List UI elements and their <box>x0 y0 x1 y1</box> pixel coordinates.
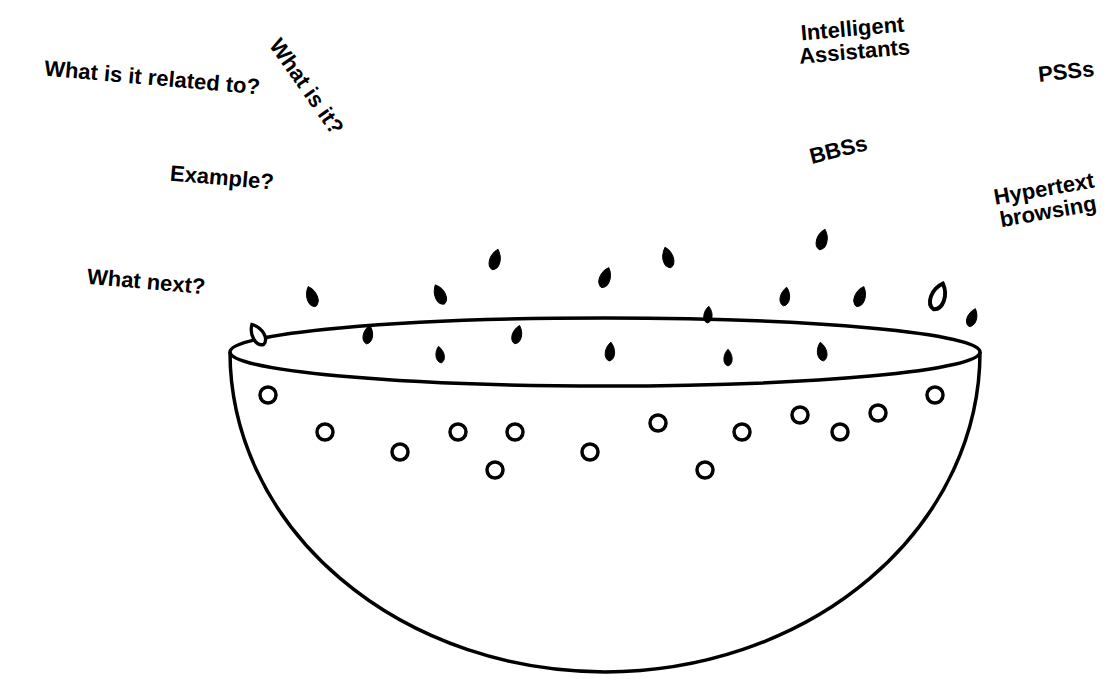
splash-drop <box>434 346 445 364</box>
cereal-loop <box>734 424 750 440</box>
bowl-rim <box>230 318 980 386</box>
cereal-loop <box>650 415 666 431</box>
splash-drop <box>487 248 503 271</box>
splash-drops <box>247 228 980 366</box>
cereal-loop <box>487 462 503 478</box>
cereal-loop <box>450 424 466 440</box>
splash-drop <box>724 349 732 366</box>
splash-drop <box>964 307 979 328</box>
floating-label: What is it? <box>266 35 349 139</box>
floating-label: Hypertext browsing <box>988 168 1104 233</box>
cereal-loop <box>317 424 333 440</box>
splash-drop <box>703 306 713 323</box>
cereal-loop <box>582 444 598 460</box>
splash-drop <box>814 228 830 251</box>
cereal-loop <box>927 387 943 403</box>
splash-drop <box>852 285 869 308</box>
splash-drop <box>660 246 676 269</box>
cereal-loop <box>697 462 713 478</box>
splash-drop <box>597 266 614 289</box>
cereal-loop <box>392 444 408 460</box>
floating-label: What next? <box>86 265 206 298</box>
cereal-loop <box>260 387 276 403</box>
floating-label: Example? <box>169 162 275 194</box>
splash-drop <box>779 286 792 306</box>
splash-drop <box>362 324 375 344</box>
splash-drop <box>927 281 949 311</box>
floating-label: Intelligent Assistants <box>789 12 918 69</box>
splash-drop <box>816 341 829 361</box>
splash-drop <box>605 342 616 362</box>
cereal-loop <box>792 407 808 423</box>
splash-drop <box>510 324 524 345</box>
cereal-loop <box>870 405 886 421</box>
cereal-loop <box>832 424 848 440</box>
bowl-body <box>230 352 980 672</box>
floating-label: BBSs <box>807 132 870 169</box>
splash-drop <box>247 322 269 348</box>
floating-label: What is it related to? <box>43 57 261 99</box>
floating-label: PSSs <box>1037 58 1095 87</box>
splash-drop <box>303 285 320 308</box>
cereal-loops <box>260 387 943 478</box>
splash-drop <box>431 283 449 306</box>
cereal-loop <box>507 424 523 440</box>
